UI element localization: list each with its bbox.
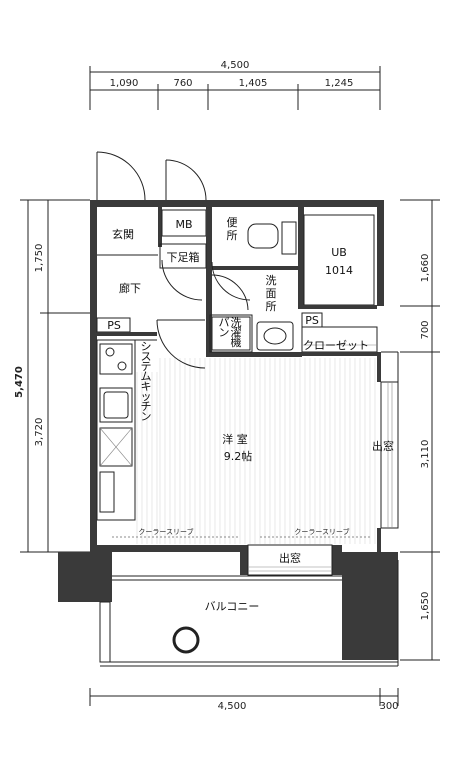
closet-label: クローゼット xyxy=(303,339,369,352)
mb-label: MB xyxy=(175,218,192,231)
unit-bath-size-label: 1014 xyxy=(325,264,353,277)
room-labels: 玄関 MB 下足箱 廊下 PS PS クローゼット UB 1014 洋 室 9.… xyxy=(107,218,369,463)
dim-right-seg-1: 1,660 xyxy=(420,254,431,283)
doors xyxy=(96,151,251,369)
dim-top-seg-3: 1,405 xyxy=(239,78,268,89)
balcony: バルコニー xyxy=(99,560,399,667)
dim-top-total: 4,500 xyxy=(221,60,250,71)
washing-pan-label: 洗濯機パン xyxy=(219,316,242,349)
bay-window-bottom: 出窓 xyxy=(247,544,333,576)
bay-window-bottom-label: 出窓 xyxy=(279,551,301,565)
kitchen-label: システムキッチン xyxy=(141,340,152,423)
western-room-size-label: 9.2帖 xyxy=(224,450,253,463)
dim-left-upper: 1,750 xyxy=(34,244,45,273)
entrance-label: 玄関 xyxy=(112,227,134,241)
western-room-label: 洋 室 xyxy=(222,432,248,446)
bay-window-right: 出窓 xyxy=(372,351,399,529)
cooler-sleeve-right-label: クーラースリーブ xyxy=(294,527,349,536)
dim-top-seg-4: 1,245 xyxy=(325,78,354,89)
dim-right-seg-4: 1,650 xyxy=(420,592,431,621)
dim-left-lower: 3,720 xyxy=(34,418,45,447)
balcony-label: バルコニー xyxy=(205,600,260,613)
hallway-label: 廊下 xyxy=(119,281,141,295)
top-dimensions: 4,500 1,090 760 1,405 1,245 xyxy=(89,60,381,110)
cooler-sleeve-left-label: クーラースリーブ xyxy=(138,527,193,536)
dim-top-seg-1: 1,090 xyxy=(110,78,139,89)
right-dimensions: 1,660 700 3,110 1,650 xyxy=(400,199,440,661)
ps-left-label: PS xyxy=(107,319,121,332)
ps-right-label: PS xyxy=(305,314,319,327)
shoe-box-label: 下足箱 xyxy=(167,250,200,264)
cooler-sleeves: クーラースリーブ クーラースリーブ xyxy=(112,527,370,538)
unit-bath-label: UB xyxy=(331,246,347,259)
dim-right-seg-2: 700 xyxy=(420,320,431,339)
dim-right-seg-3: 3,110 xyxy=(420,440,431,469)
toilet-label: 便所 xyxy=(227,216,238,242)
left-dimensions: 5,470 1,750 3,720 xyxy=(14,199,90,553)
dim-top-seg-2: 760 xyxy=(173,78,192,89)
dim-bottom-total: 4,500 xyxy=(218,701,247,712)
fixtures xyxy=(99,221,297,513)
interior-walls xyxy=(96,207,378,521)
vertical-labels: 便所 洗面所 洗濯機パン システムキッチン xyxy=(141,216,277,423)
western-room-floor xyxy=(136,358,376,544)
washroom-label: 洗面所 xyxy=(266,274,277,313)
bottom-dimensions: 4,500 300 xyxy=(89,688,399,712)
exterior-walls xyxy=(58,200,398,660)
dim-left-total: 5,470 xyxy=(14,366,25,398)
bay-window-right-label: 出窓 xyxy=(372,439,394,453)
dim-bottom-extra: 300 xyxy=(379,701,398,712)
